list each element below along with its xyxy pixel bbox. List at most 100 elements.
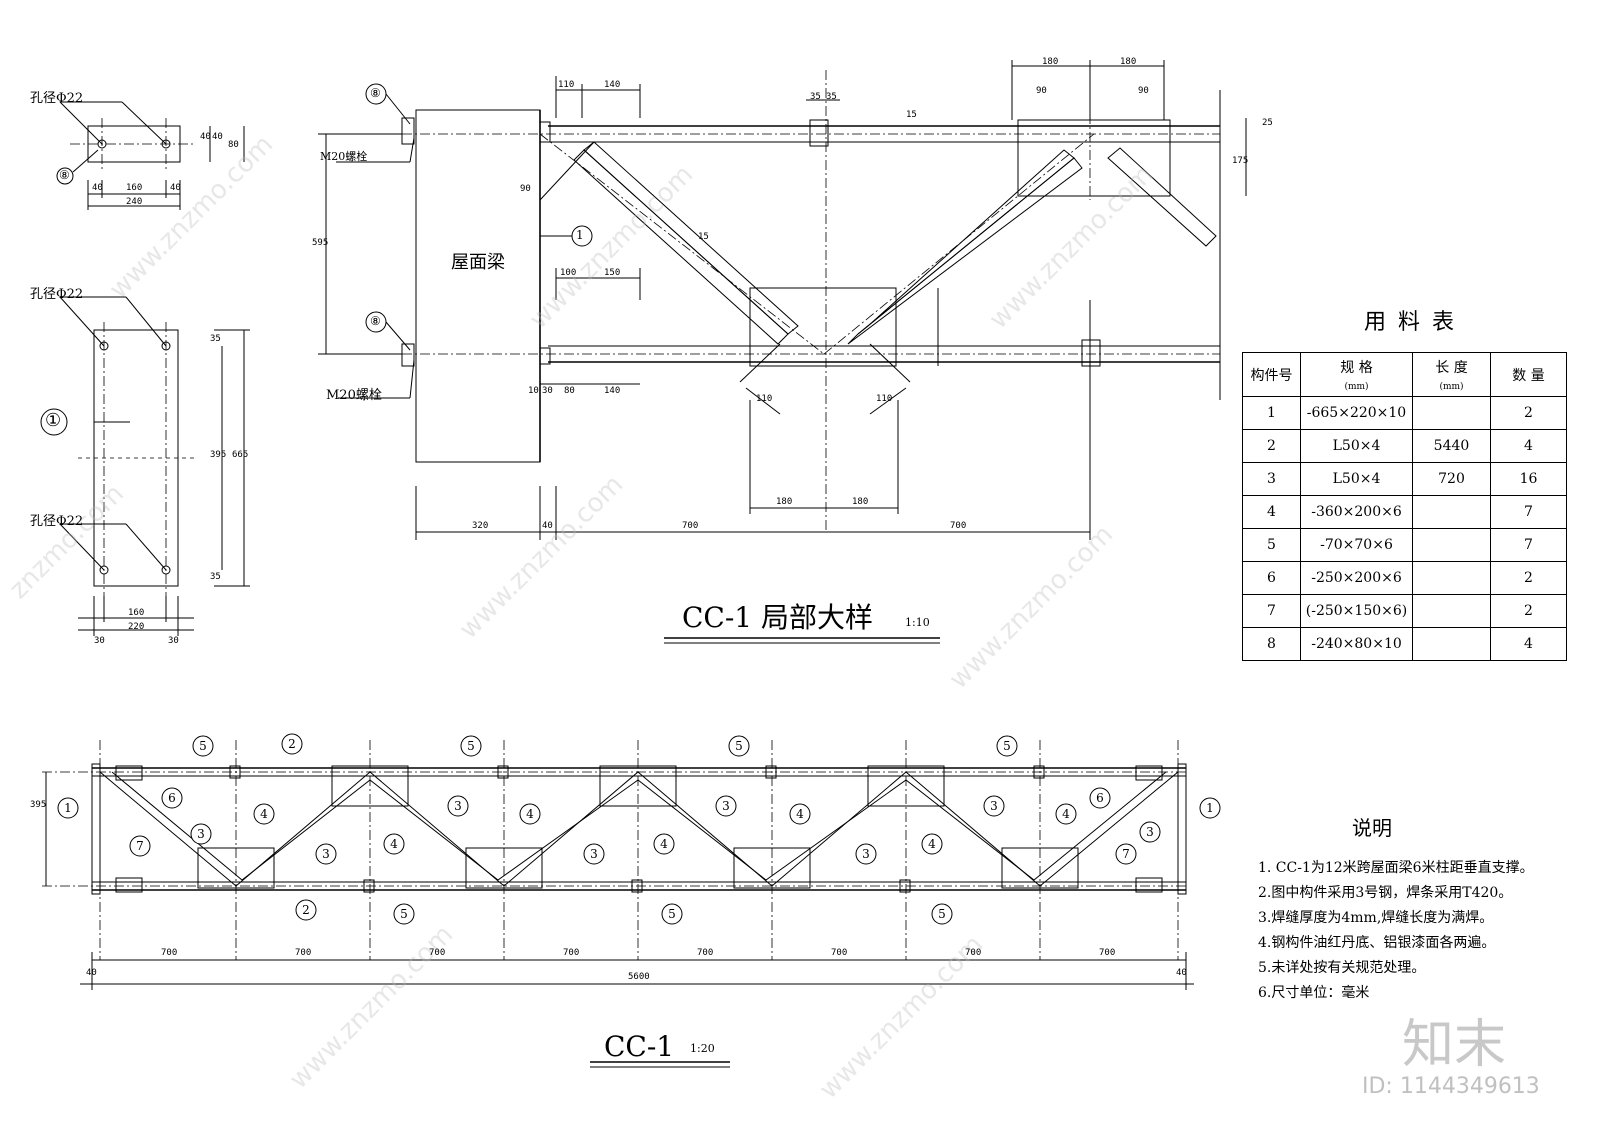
detail-part-1: 1 (576, 228, 584, 242)
elevation-span-8: 700 (1099, 948, 1116, 958)
note-item: 2.图中构件采用3号钢，焊条采用T420。 (1258, 885, 1513, 901)
detail-dim-top-7: 180 (1120, 57, 1137, 67)
detail-dim-mid-2: 150 (604, 268, 621, 278)
plate-1-dim-h: 35 (210, 572, 221, 582)
elevation-callouts (57, 733, 1221, 925)
header-part-no: 构件号 (1242, 352, 1301, 397)
detail-view-drawing (318, 60, 1247, 644)
svg-text:4: 4 (526, 807, 534, 821)
svg-text:3: 3 (322, 847, 330, 861)
cell: 4 (1490, 627, 1567, 661)
svg-text:6: 6 (1096, 791, 1104, 805)
detail-part-no-top: ⑧ (370, 86, 381, 100)
cell: 5440 (1412, 429, 1491, 463)
detail-dim-brow-3: 80 (564, 386, 575, 396)
cell: 7 (1490, 528, 1567, 562)
plate-8-dim-a: 40 (92, 183, 103, 193)
svg-text:4: 4 (796, 807, 804, 821)
plate-8-hole-label: 孔径Φ22 (30, 91, 84, 106)
note-item: 3.焊缝厚度为4mm,焊缝长度为满焊。 (1258, 910, 1494, 926)
table-row: 5-70×70×6 7 (1242, 528, 1567, 562)
plate-1-dim-e: 395 (210, 450, 227, 460)
plate-1-dim-a: 160 (128, 608, 145, 618)
cell: -70×70×6 (1300, 528, 1413, 562)
plate-1-dim-f: 665 (232, 450, 249, 460)
watermark-layer: www.znzmo.com www.znzmo.com www.znzmo.co… (4, 130, 1159, 1105)
cell: 2 (1490, 396, 1567, 430)
cell: 4 (1242, 495, 1301, 529)
cell: (-250×150×6) (1300, 594, 1413, 628)
detail-dim-top-1: 110 (558, 80, 575, 90)
detail-dim-center-2: 180 (852, 497, 869, 507)
svg-text:www.znzmo.com: www.znzmo.com (524, 160, 699, 335)
cell: -250×200×6 (1300, 561, 1413, 595)
detail-dim-right-2: 175 (1232, 156, 1249, 166)
svg-text:5: 5 (735, 739, 743, 753)
cell: 4 (1490, 429, 1567, 463)
svg-text:1: 1 (1206, 801, 1214, 815)
svg-text:5: 5 (938, 907, 946, 921)
svg-text:4: 4 (660, 837, 668, 851)
detail-dim-bottom-3: 700 (682, 521, 699, 531)
plate-1-hole-label-bottom: 孔径Φ22 (30, 514, 84, 529)
plate-8-dim-b: 160 (126, 183, 143, 193)
svg-text:3: 3 (454, 799, 462, 813)
svg-text:2: 2 (288, 737, 296, 751)
cell: L50×4 (1300, 462, 1413, 496)
plate-8-dim-c: 40 (170, 183, 181, 193)
cell: 5 (1242, 528, 1301, 562)
plate-1-dim-g: 35 (210, 334, 221, 344)
svg-text:3: 3 (590, 847, 598, 861)
plate-1-part-no: ① (45, 410, 62, 431)
detail-dim-top-8: 90 (1036, 86, 1047, 96)
elevation-drawing (42, 740, 1194, 1068)
svg-text:5: 5 (668, 907, 676, 921)
svg-text:1: 1 (64, 801, 72, 815)
elevation-span-5: 700 (697, 948, 714, 958)
detail-dim-right-1: 25 (1262, 118, 1273, 128)
detail-dim-angle-4: 110 (876, 394, 893, 404)
bolt-label-bottom: M20螺栓 (326, 388, 382, 403)
svg-text:5: 5 (467, 739, 475, 753)
svg-text:3: 3 (1146, 825, 1154, 839)
detail-dim-brow-4: 140 (604, 386, 621, 396)
svg-text:4: 4 (390, 837, 398, 851)
svg-text:3: 3 (990, 799, 998, 813)
svg-text:4: 4 (1062, 807, 1070, 821)
svg-text:6: 6 (168, 791, 176, 805)
cell: 7 (1242, 594, 1301, 628)
detail-part-no-bottom: ⑧ (370, 314, 381, 328)
detail-dim-angle-1: 90 (520, 184, 531, 194)
plate-8-dim-g: 80 (228, 140, 239, 150)
table-row: 4-360×200×6 7 (1242, 495, 1567, 529)
elevation-total: 5600 (628, 972, 650, 982)
svg-text:4: 4 (928, 837, 936, 851)
cell: -360×200×6 (1300, 495, 1413, 529)
cell: L50×4 (1300, 429, 1413, 463)
plate-1-dim-b: 220 (128, 622, 145, 632)
elevation-span-4: 700 (563, 948, 580, 958)
notes-list: 1. CC-1为12米跨屋面梁6米柱距垂直支撑。 2.图中构件采用3号钢，焊条采… (1258, 856, 1534, 1006)
material-table-header: 构件号 规 格(mm) 长 度(mm) 数 量 (1242, 352, 1567, 397)
detail-dim-brow-1: 10 (528, 386, 539, 396)
detail-dim-center-1: 180 (776, 497, 793, 507)
material-table-title: 用料表 (1364, 310, 1467, 335)
notes-title: 说明 (1352, 816, 1392, 840)
elevation-end-left: 40 (86, 968, 97, 978)
detail-dim-brow-2: 30 (542, 386, 553, 396)
watermark-logo: 知末 (1402, 1015, 1507, 1075)
plate-1-hole-label-top: 孔径Φ22 (30, 287, 84, 302)
table-row: 7(-250×150×6)2 (1242, 594, 1567, 628)
detail-scale: 1:10 (905, 616, 930, 629)
svg-text:www.znzmo.com: www.znzmo.com (454, 470, 629, 645)
detail-dim-mid-1: 100 (560, 268, 577, 278)
elevation-scale: 1:20 (690, 1042, 715, 1055)
cell: 7 (1490, 495, 1567, 529)
detail-dim-top-3: 35 (810, 92, 821, 102)
elevation-span-2: 700 (295, 948, 312, 958)
cell (1412, 495, 1491, 529)
plate-8-dim-d: 240 (126, 197, 143, 207)
